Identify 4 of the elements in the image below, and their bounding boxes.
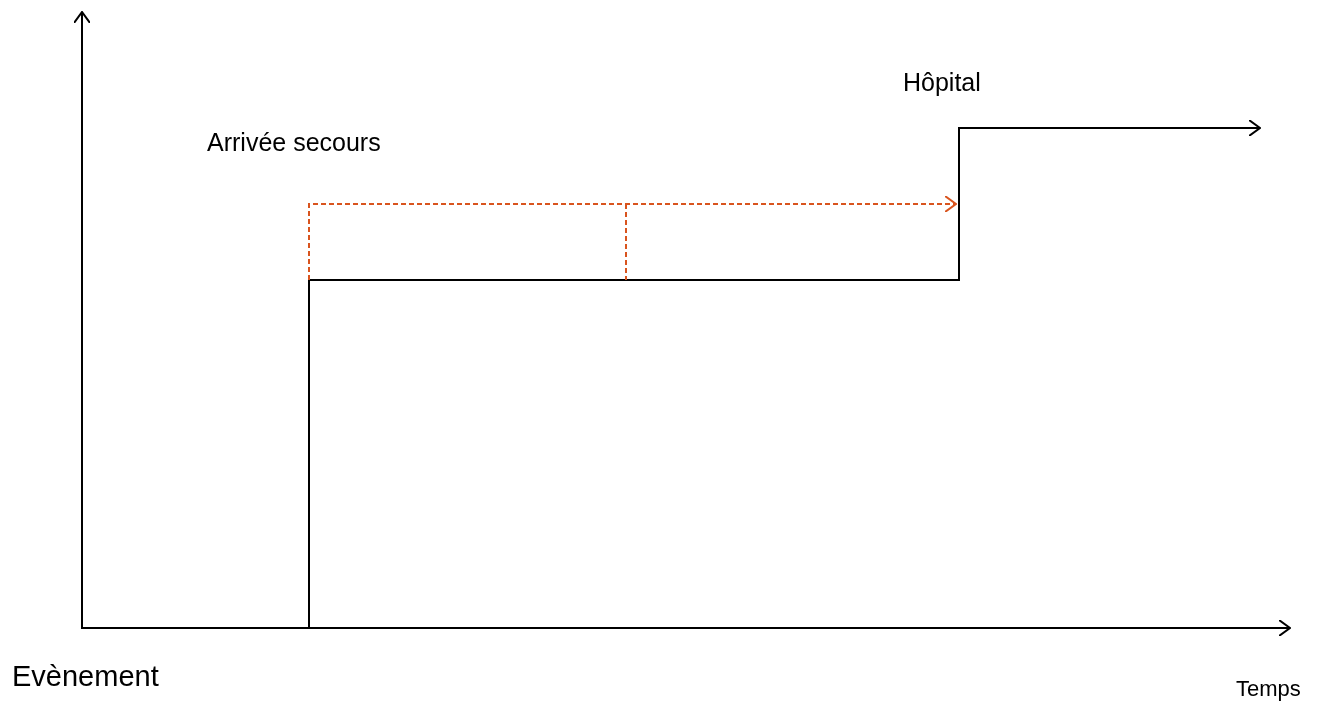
text-label: Hôpital xyxy=(903,70,981,95)
axis-label: Temps xyxy=(1236,678,1301,700)
axis-label: Evènement xyxy=(12,662,159,691)
text-label: Arrivée secours xyxy=(207,130,381,155)
